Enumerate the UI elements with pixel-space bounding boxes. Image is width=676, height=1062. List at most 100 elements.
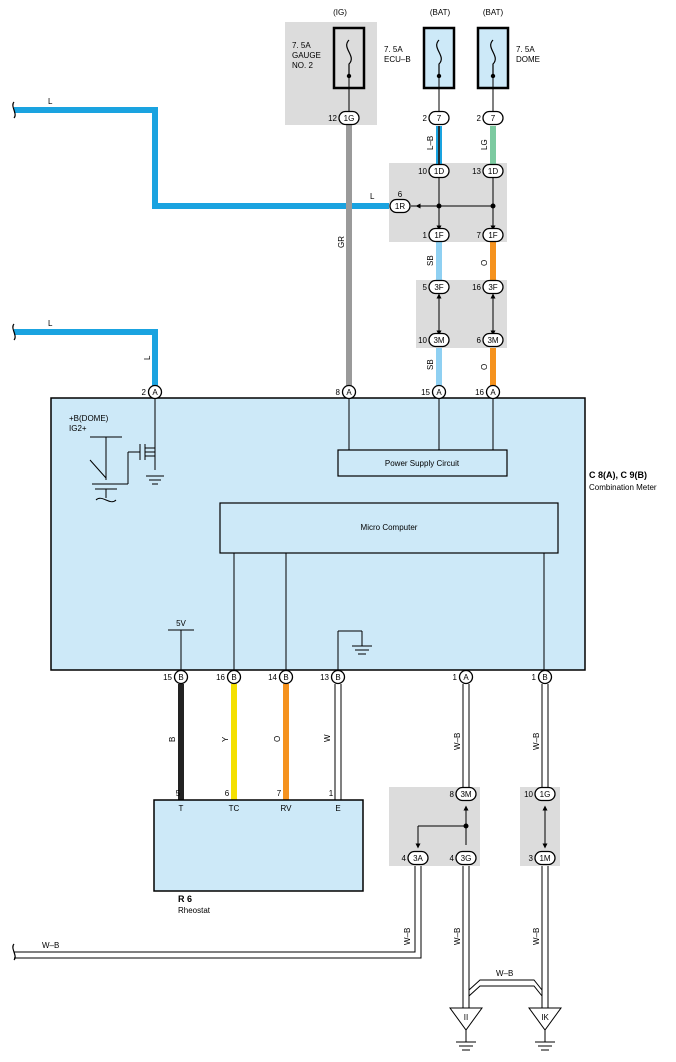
connector-id: 1M	[539, 854, 550, 863]
fuse-dome-rating: 7. 5A	[516, 45, 535, 54]
connector-A: A1	[453, 669, 474, 685]
wire-label-L: L	[370, 192, 375, 201]
connector-id: A	[463, 673, 469, 682]
connector-shape	[341, 384, 357, 400]
dome-label: +B(DOME)	[69, 414, 109, 423]
connector-shape	[428, 332, 450, 348]
wires-bottom	[14, 684, 549, 1008]
connector-pin: 16	[216, 673, 225, 682]
wire-labels-bottom: B Y O W W–B W–B W–B W–B W–B W–B W–B	[42, 733, 541, 978]
meter-internal-lines	[89, 398, 545, 670]
junction-internal-lower	[415, 805, 548, 849]
connector-pin: 2	[423, 114, 428, 123]
wire-label-W: W	[323, 734, 332, 742]
connector-id: A	[152, 388, 158, 397]
connector-pin: 10	[524, 790, 533, 799]
ground-triangle	[449, 1007, 483, 1031]
connector-id: 3M	[487, 336, 498, 345]
connector-3A: 3A4	[402, 850, 429, 866]
wire-label-WB: W–B	[496, 969, 513, 978]
connector-pin: 15	[163, 673, 172, 682]
connector-shape	[485, 384, 501, 400]
connector-id: B	[542, 673, 547, 682]
power-supply-label: Power Supply Circuit	[385, 459, 460, 468]
connector-pin: 1	[453, 673, 458, 682]
connector-A: A8	[336, 384, 357, 400]
connector-pin: 1	[532, 673, 537, 682]
5v-label: 5V	[176, 619, 186, 628]
connector-shape	[482, 227, 504, 243]
connector-A: A16	[475, 384, 501, 400]
fuse-ecub-name: ECU–B	[384, 55, 411, 64]
connector-pin: 13	[472, 167, 481, 176]
wire-break-marks	[12, 101, 16, 961]
wire-label-WB: W–B	[532, 928, 541, 945]
connector-shape	[147, 384, 163, 400]
connector-id: B	[178, 673, 183, 682]
connector-B: B1	[532, 669, 553, 685]
connector-shape	[534, 850, 556, 866]
wire-WB-group	[14, 684, 549, 1008]
connector-shape	[428, 227, 450, 243]
fuse-dome: (BAT) 7. 5A DOME	[476, 8, 540, 90]
connector-id: 7	[437, 114, 442, 123]
wire-label-O: O	[273, 736, 282, 742]
connector-pin: 2	[477, 114, 482, 123]
connector-shape	[534, 786, 556, 802]
connector-3M: 3M 6	[477, 332, 504, 348]
rheostat-pin-label: E	[335, 804, 340, 813]
connector-B: B14	[268, 669, 294, 685]
connector-shape	[482, 110, 504, 126]
fuse-ecub-source: (BAT)	[430, 8, 451, 17]
connector-3G: 3G4	[450, 850, 477, 866]
connector-id: A	[436, 388, 442, 397]
wire-label-Y: Y	[221, 736, 230, 742]
connector-id: B	[231, 673, 236, 682]
connector-shape	[389, 198, 411, 214]
fuse-element	[436, 39, 442, 74]
wire-label-L: L	[48, 319, 53, 328]
connector-id: 1D	[434, 167, 444, 176]
wire-L-upper	[14, 107, 389, 209]
ground-II: II	[449, 1007, 483, 1051]
connector-7: 72	[423, 110, 450, 126]
wire-L-lower	[14, 329, 158, 392]
connector-pin: 4	[402, 854, 407, 863]
combination-meter: C 8(A), C 9(B) Combination Meter Power S…	[50, 397, 657, 671]
connector-pin: 6	[477, 336, 482, 345]
connector-shape	[330, 669, 346, 685]
fuse-leads	[348, 78, 494, 112]
wire-label-GR: GR	[337, 236, 346, 248]
fuse-ecub-rating: 7. 5A	[384, 45, 403, 54]
connector-pin: 8	[336, 388, 341, 397]
connector-3F: 3F 16	[472, 279, 504, 295]
connector-3F: 3F5	[423, 279, 450, 295]
connector-id: B	[283, 673, 288, 682]
fuse-gauge-source: (IG)	[333, 8, 347, 17]
connector-shape	[431, 384, 447, 400]
connector-pin: 3	[529, 854, 534, 863]
wire-label-O: O	[480, 260, 489, 266]
rheostat-pin-num: 5	[176, 789, 181, 798]
ground-triangle	[528, 1007, 562, 1031]
connector-shape	[428, 163, 450, 179]
connector-id: 3F	[488, 283, 497, 292]
wire-label-LG: LG	[480, 139, 489, 150]
connector-A: A15	[421, 384, 447, 400]
rheostat: R 6 Rheostat 5 T 6 TC 7 RV 1 E	[153, 789, 364, 915]
wires-top	[14, 107, 496, 392]
fuse-gauge-name1: GAUGE	[292, 51, 321, 60]
rheostat-pin-label: TC	[229, 804, 240, 813]
connector-B: B 15	[163, 669, 189, 685]
connector-pin: 16	[472, 283, 481, 292]
connector-id: 3M	[433, 336, 444, 345]
connector-1M: 1M 3	[529, 850, 556, 866]
connector-pin: 1	[423, 231, 428, 240]
wire-W	[334, 684, 342, 800]
fuse-gauge-name2: NO. 2	[292, 61, 313, 70]
